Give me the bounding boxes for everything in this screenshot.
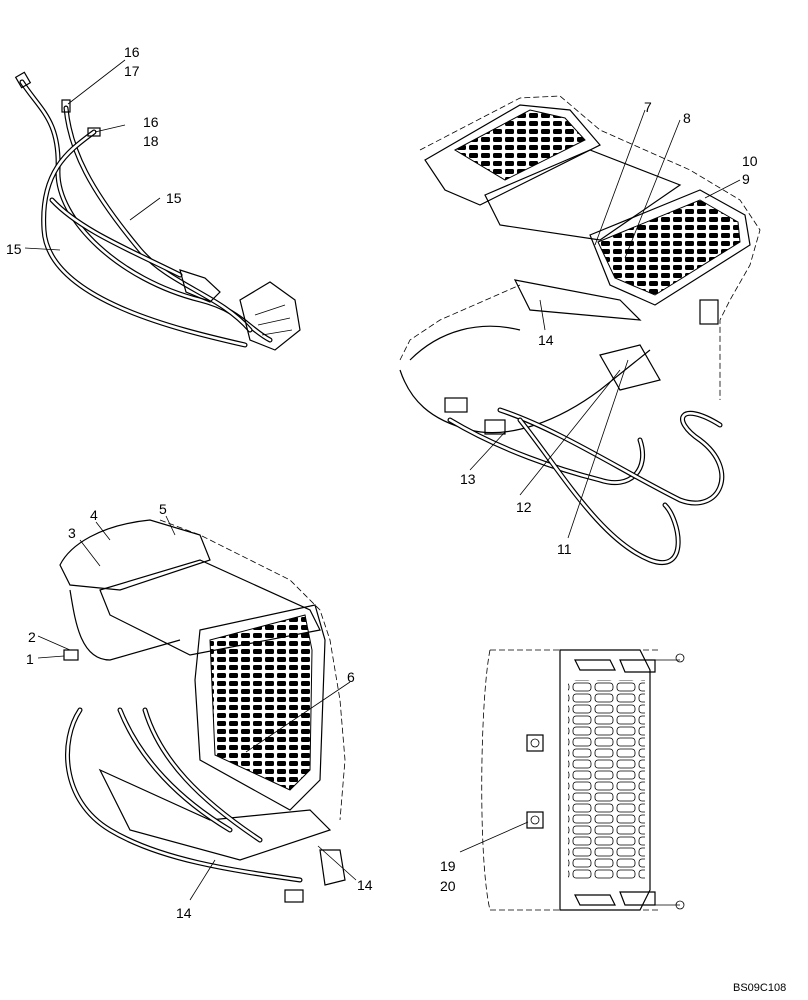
callout-20: 20 [440,878,456,894]
callout-18: 18 [143,133,159,149]
callout-7: 7 [644,99,652,115]
callout-13: 13 [460,471,476,487]
cab-rear-view [399,95,761,565]
callout-10: 10 [742,153,758,169]
callout-14: 14 [357,877,373,893]
callout-16: 16 [143,114,159,130]
callout-3: 3 [68,525,76,541]
callout-12: 12 [516,499,532,515]
callout-14: 14 [538,332,554,348]
callout-6: 6 [347,669,355,685]
callout-17: 17 [124,63,140,79]
callout-labels: 16 17 16 18 15 15 7 8 10 9 14 13 12 11 4… [6,44,786,994]
callout-8: 8 [683,110,691,126]
callout-5: 5 [159,501,167,517]
callout-19: 19 [440,858,456,874]
callout-11: 11 [557,541,572,557]
callout-15: 15 [166,190,182,206]
callout-9: 9 [742,171,750,187]
callout-14: 14 [176,905,192,921]
drawing-code: BS09C108 [733,982,786,994]
callout-4: 4 [90,507,98,523]
leader-lines [24,59,741,901]
cab-front-view [59,519,346,903]
callout-16: 16 [124,44,140,60]
grille-view [481,649,685,911]
callout-2: 2 [28,629,36,645]
callout-15: 15 [6,241,22,257]
callout-1: 1 [26,651,34,667]
hose-assembly-view [14,71,301,351]
